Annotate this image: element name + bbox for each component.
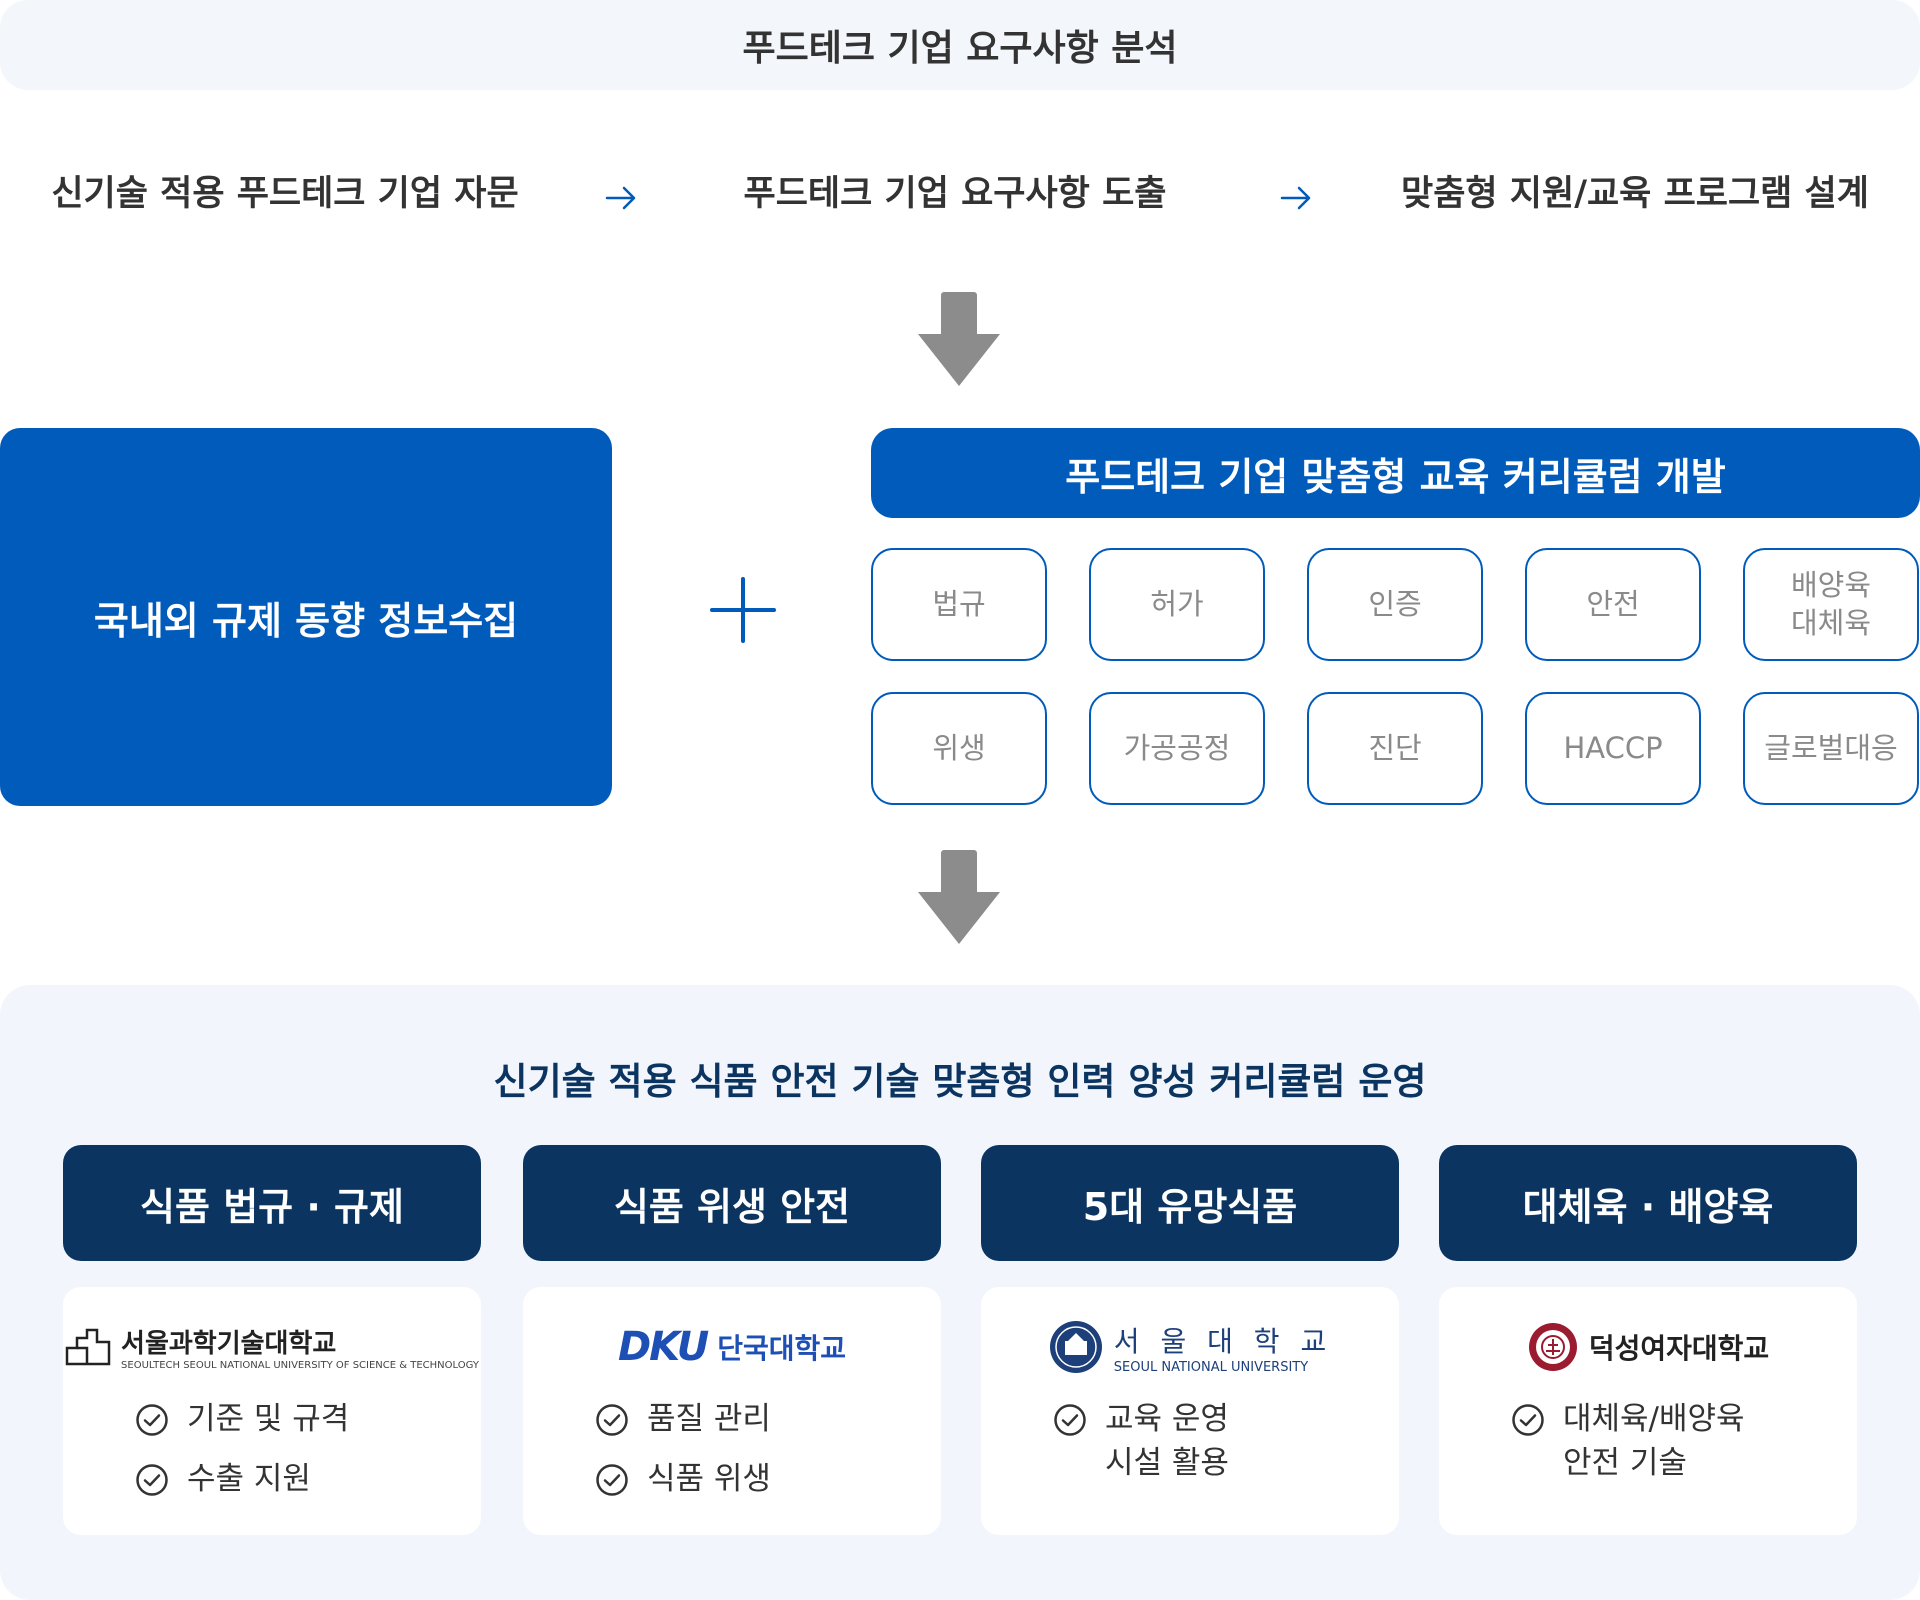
topic-chip: 법규 bbox=[871, 548, 1047, 661]
seoultech-emblem-icon bbox=[65, 1328, 111, 1366]
check-circle-icon bbox=[136, 1464, 168, 1496]
info-collection-label: 국내외 규제 동향 정보수집 bbox=[93, 598, 519, 643]
check-circle-icon bbox=[596, 1464, 628, 1496]
column-card: 서 울 대 학 교 SEOUL NATIONAL UNIVERSITY 교육 운… bbox=[981, 1287, 1399, 1535]
duksung-logo: 덕성여자대학교 bbox=[1439, 1317, 1857, 1377]
top-banner: 푸드테크 기업 요구사항 분석 bbox=[0, 0, 1920, 90]
curriculum-dev-header: 푸드테크 기업 맞춤형 교육 커리큘럼 개발 bbox=[871, 428, 1920, 518]
column-card: DKU 단국대학교 품질 관리 식품 위생 bbox=[523, 1287, 941, 1535]
step-1: 신기술 적용 푸드테크 기업 자문 bbox=[51, 173, 519, 214]
seoultech-subtitle: SEOULTECH SEOUL NATIONAL UNIVERSITY OF S… bbox=[121, 1360, 479, 1371]
topic-chip: 진단 bbox=[1307, 692, 1483, 805]
dku-logo: DKU 단국대학교 bbox=[523, 1317, 941, 1377]
column-header-label: 5대 유망식품 bbox=[1082, 1184, 1298, 1229]
check-item: 대체육/배양육 안전 기술 bbox=[1511, 1397, 1745, 1485]
snu-subtitle: SEOUL NATIONAL UNIVERSITY bbox=[1113, 1359, 1309, 1375]
check-item-text: 품질 관리 bbox=[647, 1401, 771, 1437]
snu-name: 서 울 대 학 교 bbox=[1113, 1324, 1333, 1358]
check-item: 품질 관리 bbox=[595, 1397, 771, 1441]
snu-emblem-icon bbox=[1049, 1321, 1102, 1373]
column-header: 대체육 · 배양육 bbox=[1439, 1145, 1857, 1261]
top-title: 푸드테크 기업 요구사항 분석 bbox=[742, 28, 1178, 69]
check-item-text: 식품 위생 bbox=[647, 1461, 771, 1497]
check-item: 식품 위생 bbox=[595, 1457, 771, 1501]
topic-chip: 허가 bbox=[1089, 548, 1265, 661]
topic-chip: 배양육 대체육 bbox=[1743, 548, 1919, 661]
column-card: 서울과학기술대학교 SEOULTECH SEOUL NATIONAL UNIVE… bbox=[63, 1287, 481, 1535]
check-circle-icon bbox=[1054, 1404, 1086, 1436]
check-list: 교육 운영 시설 활용 bbox=[1053, 1397, 1229, 1501]
plus-icon bbox=[710, 577, 776, 643]
topic-chip: 안전 bbox=[1525, 548, 1701, 661]
column-header: 식품 위생 안전 bbox=[523, 1145, 941, 1261]
column-header-label: 식품 법규 · 규제 bbox=[140, 1184, 404, 1229]
dku-mark: DKU bbox=[617, 1324, 709, 1370]
check-circle-icon bbox=[136, 1404, 168, 1436]
column-card: 덕성여자대학교 대체육/배양육 안전 기술 bbox=[1439, 1287, 1857, 1535]
step-2: 푸드테크 기업 요구사항 도출 bbox=[743, 173, 1167, 214]
check-list: 기준 및 규격 수출 지원 bbox=[135, 1397, 349, 1517]
step-3: 맞춤형 지원/교육 프로그램 설계 bbox=[1401, 173, 1869, 214]
column-header-label: 대체육 · 배양육 bbox=[1522, 1184, 1774, 1229]
column-header: 5대 유망식품 bbox=[981, 1145, 1399, 1261]
seoultech-logo: 서울과학기술대학교 SEOULTECH SEOUL NATIONAL UNIVE… bbox=[63, 1317, 481, 1377]
duksung-emblem-icon bbox=[1528, 1323, 1577, 1371]
check-circle-icon bbox=[1512, 1404, 1544, 1436]
topic-chip: 글로벌대응 bbox=[1743, 692, 1919, 805]
arrow-right-icon bbox=[1280, 186, 1311, 210]
seoultech-name: 서울과학기술대학교 bbox=[121, 1329, 337, 1359]
check-item-text: 수출 지원 bbox=[187, 1461, 311, 1497]
column-header-label: 식품 위생 안전 bbox=[613, 1184, 851, 1229]
arrow-right-icon bbox=[605, 186, 636, 210]
check-item: 기준 및 규격 bbox=[135, 1397, 349, 1441]
check-item-text: 교육 운영 시설 활용 bbox=[1105, 1401, 1229, 1481]
topic-chip: 가공공정 bbox=[1089, 692, 1265, 805]
check-item: 교육 운영 시설 활용 bbox=[1053, 1397, 1229, 1485]
curriculum-dev-title: 푸드테크 기업 맞춤형 교육 커리큘럼 개발 bbox=[1065, 454, 1726, 499]
topic-chip: 위생 bbox=[871, 692, 1047, 805]
arrow-down-icon bbox=[918, 292, 1000, 386]
topic-chip: HACCP bbox=[1525, 692, 1701, 805]
check-list: 품질 관리 식품 위생 bbox=[595, 1397, 771, 1517]
column-header: 식품 법규 · 규제 bbox=[63, 1145, 481, 1261]
arrow-down-icon bbox=[918, 850, 1000, 944]
duksung-name: 덕성여자대학교 bbox=[1588, 1332, 1770, 1365]
info-collection-box: 국내외 규제 동향 정보수집 bbox=[0, 428, 612, 806]
snu-logo: 서 울 대 학 교 SEOUL NATIONAL UNIVERSITY bbox=[981, 1317, 1399, 1377]
operation-title: 신기술 적용 식품 안전 기술 맞춤형 인력 양성 커리큘럼 운영 bbox=[493, 1060, 1427, 1103]
check-item: 수출 지원 bbox=[135, 1457, 349, 1501]
check-item-text: 대체육/배양육 안전 기술 bbox=[1563, 1401, 1745, 1481]
check-list: 대체육/배양육 안전 기술 bbox=[1511, 1397, 1745, 1501]
dku-name: 단국대학교 bbox=[717, 1332, 847, 1365]
check-item-text: 기준 및 규격 bbox=[187, 1401, 350, 1437]
check-circle-icon bbox=[596, 1404, 628, 1436]
topic-chip: 인증 bbox=[1307, 548, 1483, 661]
